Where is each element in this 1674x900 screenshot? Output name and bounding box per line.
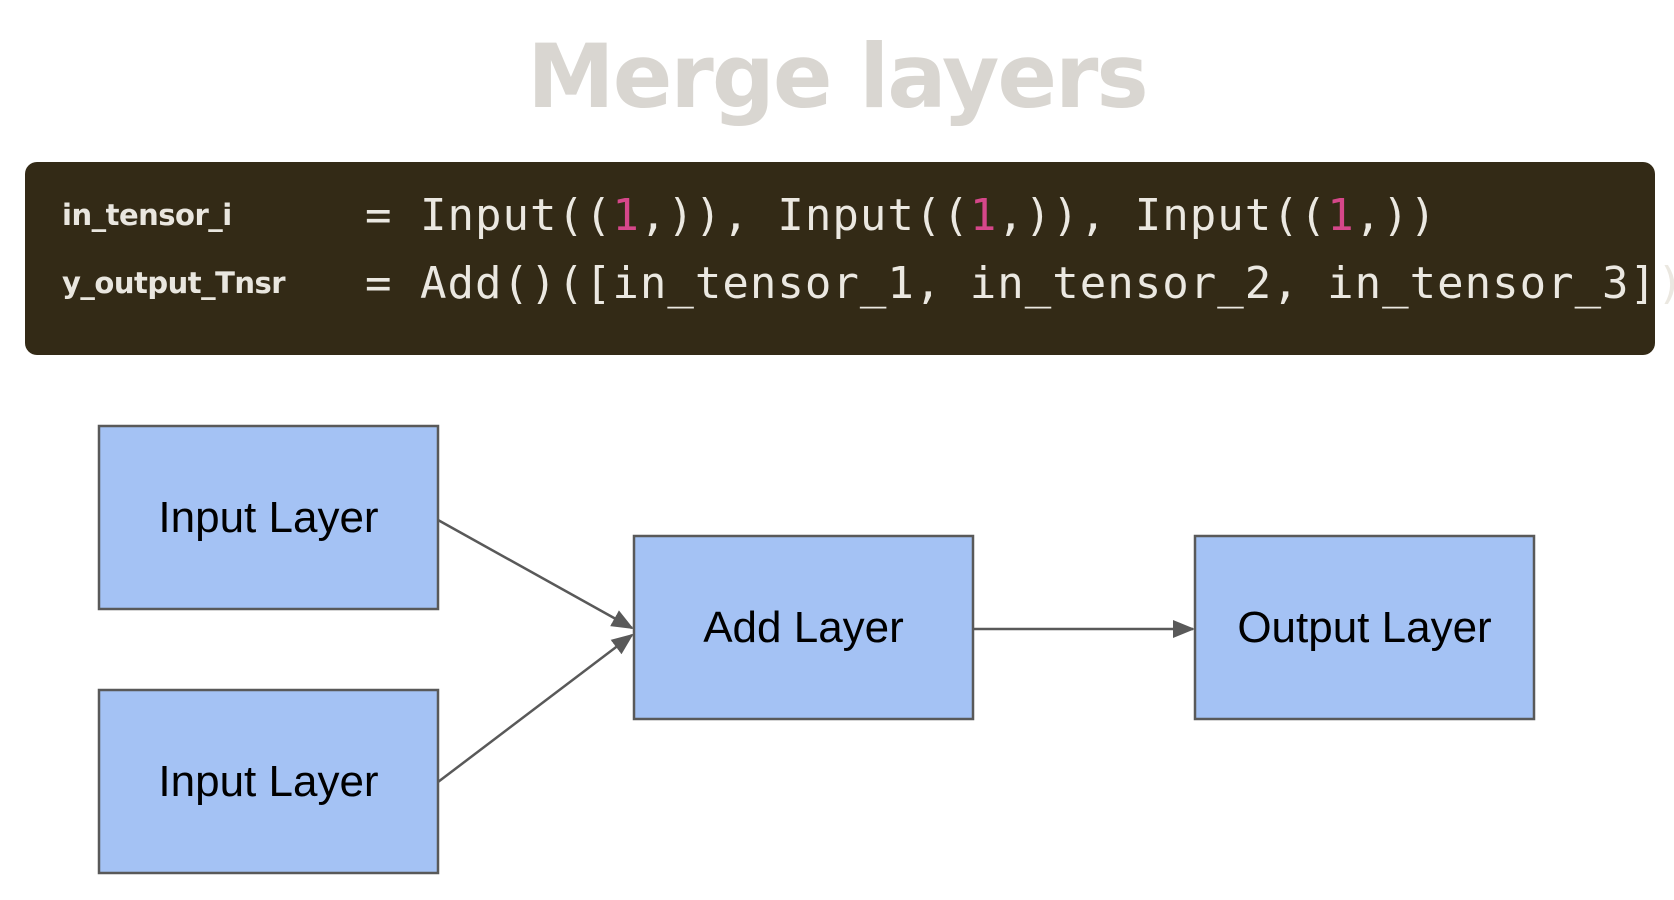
- code-token: = Input((: [365, 190, 613, 241]
- node-label: Input Layer: [158, 493, 378, 542]
- code-token: = Add()([in_tensor_1, in_tensor_2, in_te…: [365, 258, 1674, 309]
- layer-diagram: Input Layer Input Layer Add Layer Output…: [97, 424, 1536, 875]
- node-input-layer-2: Input Layer: [97, 688, 440, 875]
- node-label: Input Layer: [158, 757, 378, 806]
- code-number: 1: [1327, 190, 1355, 241]
- edge-input1-to-add: [437, 518, 634, 630]
- code-number: 1: [612, 190, 640, 241]
- code-token: ,)), Input((: [997, 190, 1328, 241]
- code-variable: y_output_Tnsr: [62, 266, 286, 300]
- node-add-layer: Add Layer: [632, 534, 975, 721]
- code-line-1: in_tensor_i = Input((1,)), Input((1,)), …: [25, 186, 1655, 241]
- edge-input2-to-add: [437, 633, 634, 783]
- node-input-layer-1: Input Layer: [97, 424, 440, 611]
- code-expression: = Add()([in_tensor_1, in_tensor_2, in_te…: [365, 258, 1674, 309]
- code-token: ,)), Input((: [639, 190, 970, 241]
- code-token: ,)): [1354, 190, 1438, 241]
- code-block: in_tensor_i = Input((1,)), Input((1,)), …: [25, 162, 1674, 355]
- code-expression: = Input((1,)), Input((1,)), Input((1,)): [365, 190, 1437, 241]
- code-number: 1: [969, 190, 998, 241]
- node-label: Add Layer: [703, 603, 904, 652]
- code-line-2: y_output_Tnsr = Add()([in_tensor_1, in_t…: [25, 254, 1674, 309]
- code-variable: in_tensor_i: [62, 198, 232, 232]
- node-output-layer: Output Layer: [1193, 534, 1536, 721]
- node-label: Output Layer: [1237, 603, 1491, 652]
- page-title: Merge layers: [527, 25, 1149, 128]
